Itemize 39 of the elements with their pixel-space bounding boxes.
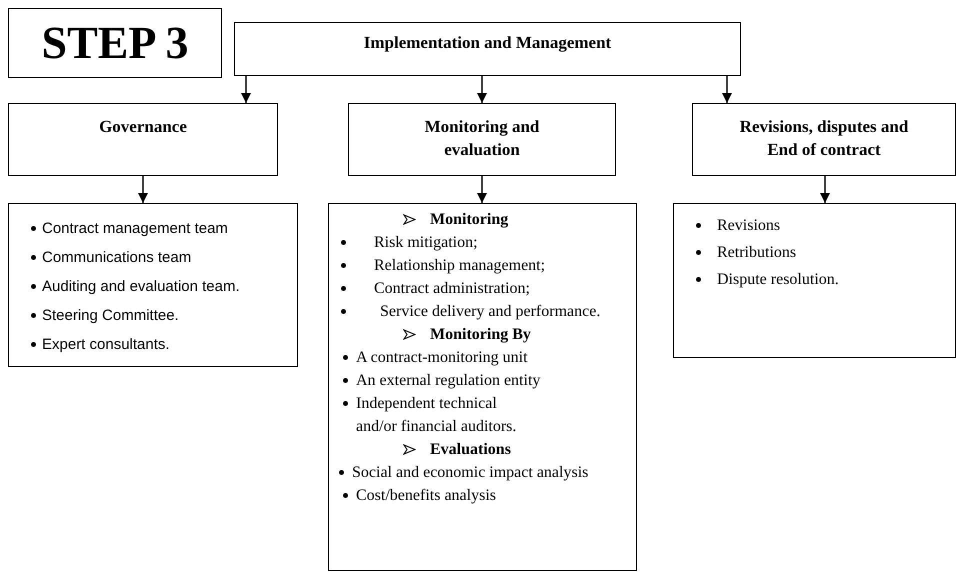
arrow — [722, 76, 732, 103]
process-box — [8, 103, 278, 176]
section-heading: Evaluations — [430, 440, 511, 460]
process-box — [234, 22, 741, 76]
arrow — [138, 176, 148, 203]
list-item: Relationship management; — [374, 256, 546, 276]
list-item: An external regulation entity — [356, 371, 540, 391]
list-item: Dispute resolution. — [717, 270, 839, 290]
box-title: Governance — [99, 116, 187, 138]
box-title: Implementation and Management — [364, 33, 612, 53]
arrow — [477, 76, 487, 103]
process-box — [348, 103, 616, 176]
list-item: Social and economic impact analysis — [351, 463, 590, 483]
list-box — [673, 203, 956, 358]
list-item: Contract administration; — [374, 279, 530, 299]
list-item: Risk mitigation; — [374, 233, 478, 253]
list-box — [8, 203, 298, 367]
section-heading: Monitoring — [430, 210, 508, 230]
list-item: Cost/benefits analysis — [356, 486, 496, 506]
list-item: Expert consultants. — [42, 335, 170, 355]
arrow — [241, 76, 251, 103]
section-heading: Monitoring By — [430, 325, 531, 345]
list-box — [328, 203, 637, 571]
list-item: Retributions — [717, 243, 796, 263]
box-title: Monitoring and evaluation — [424, 116, 540, 161]
arrow — [477, 176, 487, 203]
box-title: Revisions, disputes and End of contract — [738, 116, 910, 161]
list-item: Service delivery and performance. — [379, 302, 602, 322]
list-item: Independent technical and/or financial auditors. — [356, 394, 518, 437]
step-label: STEP 3 — [41, 20, 188, 66]
step-box — [8, 8, 222, 78]
list-item: Auditing and evaluation team. — [42, 277, 240, 297]
list-item: A contract-monitoring unit — [356, 348, 528, 368]
list-item: Contract management team — [42, 219, 228, 239]
list-item: Revisions — [717, 216, 780, 236]
list-item: Communications team — [42, 248, 192, 268]
arrow — [820, 176, 830, 203]
process-box — [692, 103, 956, 176]
list-item: Steering Committee. — [42, 306, 179, 326]
